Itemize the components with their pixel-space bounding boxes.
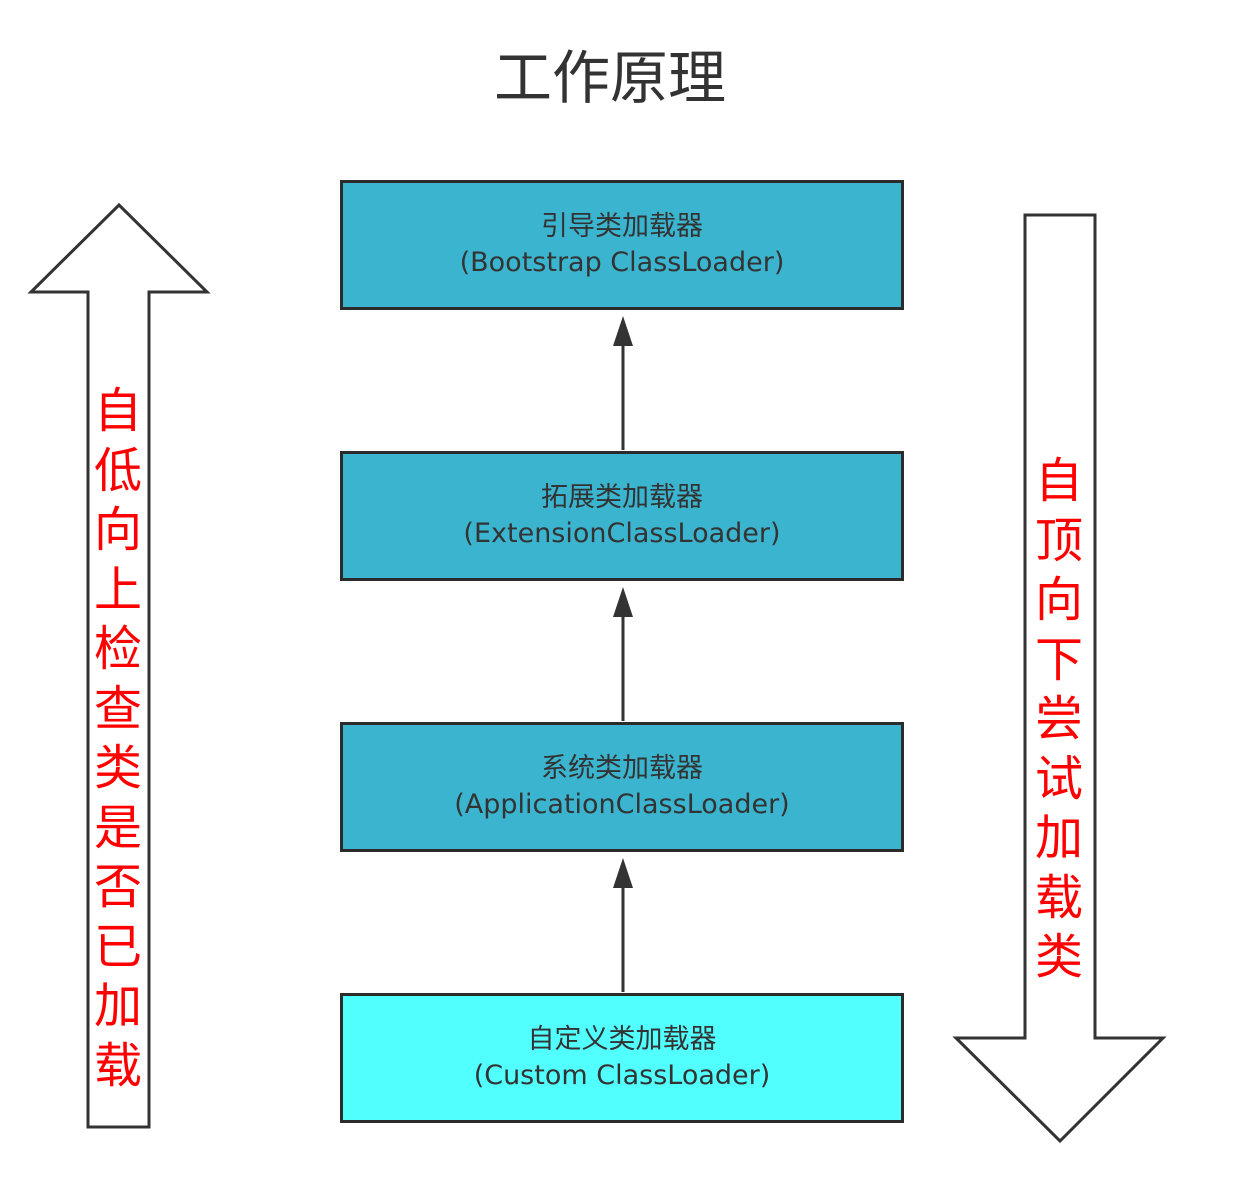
diagram-title: 工作原理 xyxy=(493,44,726,112)
connector-1 xyxy=(613,316,633,450)
bootstrap-loader-box: 引导类加载器 (Bootstrap ClassLoader) xyxy=(340,180,904,310)
custom-loader-box: 自定义类加载器 (Custom ClassLoader) xyxy=(340,993,904,1123)
left-up-arrow xyxy=(27,202,211,1129)
left-arrow-label: 自低向上检查类是否已加载 xyxy=(93,383,142,1094)
application-loader-box: 系统类加载器 (ApplicationClassLoader) xyxy=(340,722,904,852)
application-loader-english: (ApplicationClassLoader) xyxy=(454,789,790,820)
custom-loader-name: 自定义类加载器 xyxy=(527,1024,717,1055)
extension-loader-english: (ExtensionClassLoader) xyxy=(463,518,781,549)
bootstrap-loader-english: (Bootstrap ClassLoader) xyxy=(459,247,785,278)
right-down-arrow xyxy=(952,213,1167,1144)
right-arrow-label: 自顶向下尝试加载类 xyxy=(1034,453,1083,985)
bootstrap-loader-name: 引导类加载器 xyxy=(541,211,703,242)
connector-2 xyxy=(613,587,633,721)
application-loader-name: 系统类加载器 xyxy=(541,753,703,784)
extension-loader-box: 拓展类加载器 (ExtensionClassLoader) xyxy=(340,451,904,581)
extension-loader-name: 拓展类加载器 xyxy=(541,482,703,513)
custom-loader-english: (Custom ClassLoader) xyxy=(473,1060,771,1091)
connector-3 xyxy=(613,858,633,992)
